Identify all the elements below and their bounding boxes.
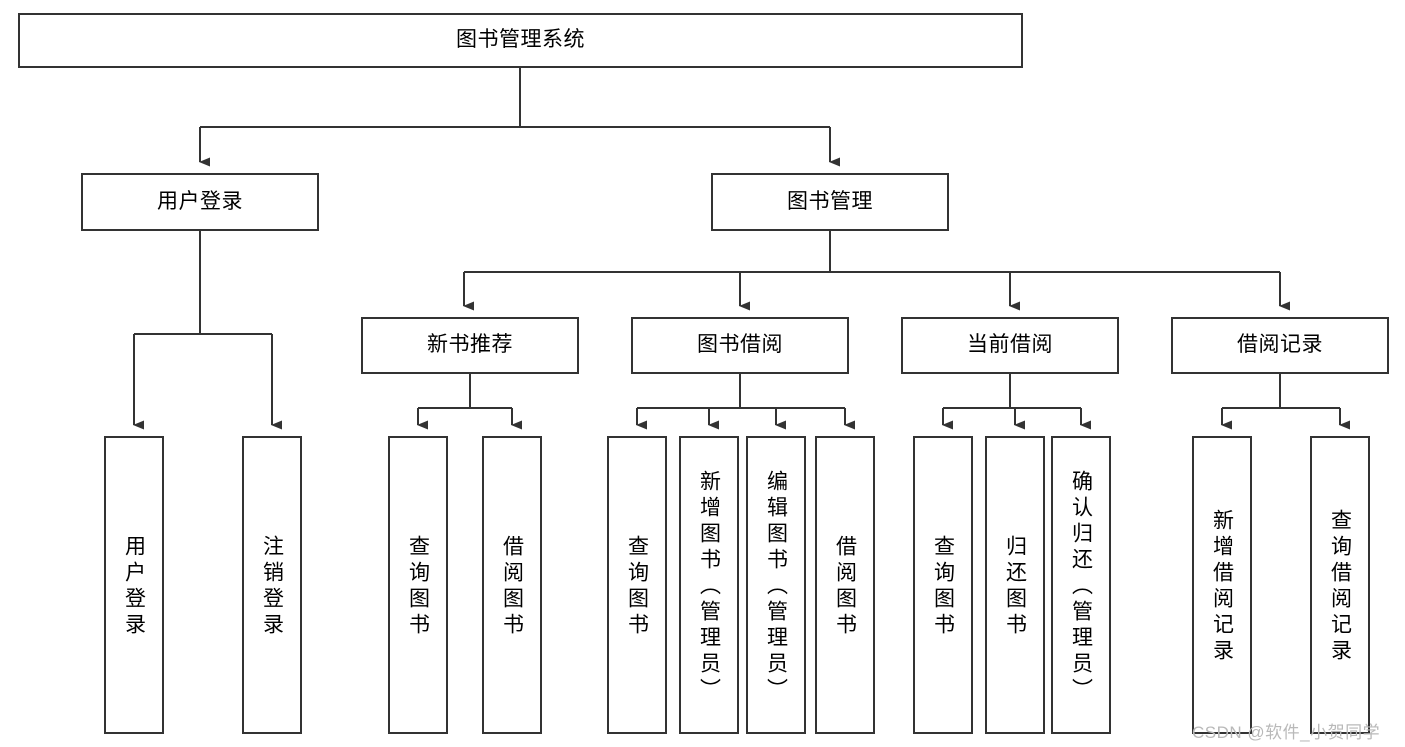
node-borrow-record[interactable]: 借阅记录: [1171, 317, 1389, 374]
node-user-login-label: 用户登录: [157, 189, 243, 213]
leaf-borrow-book-1[interactable]: 借阅图书: [482, 436, 542, 734]
leaf-add-book-admin[interactable]: 新增图书（管理员）: [679, 436, 739, 734]
node-book-borrow-label: 图书借阅: [697, 333, 783, 357]
node-new-book-recommend-label: 新书推荐: [427, 333, 513, 357]
leaf-edit-book-admin[interactable]: 编辑图书（管理员）: [746, 436, 806, 734]
node-borrow-record-label: 借阅记录: [1237, 333, 1323, 357]
node-current-borrow-label: 当前借阅: [967, 333, 1053, 357]
leaf-query-book-2[interactable]: 查询图书: [607, 436, 667, 734]
leaf-query-book-3-label: 查询图书: [931, 535, 955, 639]
leaf-edit-book-admin-label: 编辑图书（管理员）: [764, 470, 788, 704]
leaf-query-book-2-label: 查询图书: [625, 535, 649, 639]
node-root-system[interactable]: 图书管理系统: [18, 13, 1023, 68]
node-book-manage-label: 图书管理: [787, 189, 873, 213]
leaf-user-logout[interactable]: 注销登录: [242, 436, 302, 734]
leaf-confirm-return-admin-label: 确认归还（管理员）: [1069, 470, 1093, 704]
node-current-borrow[interactable]: 当前借阅: [901, 317, 1119, 374]
node-book-manage[interactable]: 图书管理: [711, 173, 949, 231]
leaf-query-borrow-record[interactable]: 查询借阅记录: [1310, 436, 1370, 734]
leaf-borrow-book-2[interactable]: 借阅图书: [815, 436, 875, 734]
leaf-return-book-label: 归还图书: [1003, 535, 1027, 639]
leaf-confirm-return-admin[interactable]: 确认归还（管理员）: [1051, 436, 1111, 734]
node-new-book-recommend[interactable]: 新书推荐: [361, 317, 579, 374]
leaf-return-book[interactable]: 归还图书: [985, 436, 1045, 734]
leaf-query-borrow-record-label: 查询借阅记录: [1328, 509, 1352, 665]
node-book-borrow[interactable]: 图书借阅: [631, 317, 849, 374]
leaf-query-book-1[interactable]: 查询图书: [388, 436, 448, 734]
node-root-label: 图书管理系统: [456, 28, 585, 52]
leaf-borrow-book-1-label: 借阅图书: [500, 535, 524, 639]
leaf-add-borrow-record[interactable]: 新增借阅记录: [1192, 436, 1252, 734]
node-user-login[interactable]: 用户登录: [81, 173, 319, 231]
leaf-add-borrow-record-label: 新增借阅记录: [1210, 509, 1234, 665]
leaf-add-book-admin-label: 新增图书（管理员）: [697, 470, 721, 704]
leaf-borrow-book-2-label: 借阅图书: [833, 535, 857, 639]
leaf-user-login[interactable]: 用户登录: [104, 436, 164, 734]
leaf-user-login-label: 用户登录: [122, 535, 146, 639]
leaf-user-logout-label: 注销登录: [260, 535, 284, 639]
leaf-query-book-1-label: 查询图书: [406, 535, 430, 639]
leaf-query-book-3[interactable]: 查询图书: [913, 436, 973, 734]
